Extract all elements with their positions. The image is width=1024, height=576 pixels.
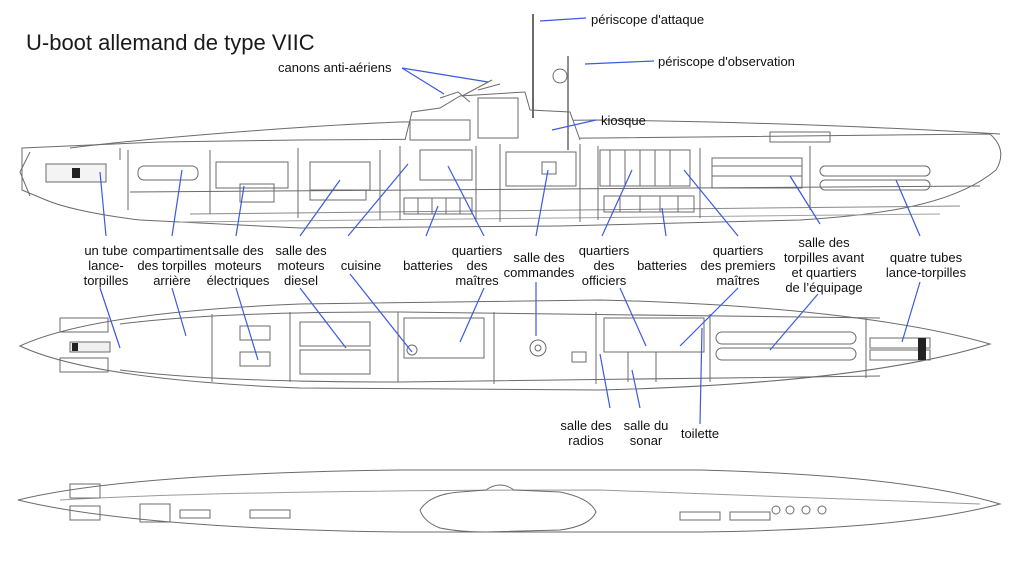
label-salle-sonar: salle du sonar <box>623 418 669 448</box>
side-deck <box>69 119 1001 149</box>
label-batteries-arriere: batteries <box>403 258 453 273</box>
side-keel <box>189 205 961 215</box>
label-moteurs-diesel: salle des moteurs diesel <box>275 243 327 288</box>
label-torpilles-avant: salle des torpilles avant et quartiers d… <box>783 235 865 295</box>
label-compartiment-torpilles: compartiment des torpilles arrière <box>132 243 212 288</box>
aa-guns <box>439 79 501 103</box>
label-periscope-observation: périscope d'observation <box>658 54 795 69</box>
label-moteurs-electriques: salle des moteurs électriques <box>206 243 270 288</box>
side-conning-tower <box>404 91 581 141</box>
label-tube-arriere: un tube lance- torpilles <box>83 243 129 288</box>
label-tubes-avant: quatre tubes lance-torpilles <box>885 250 967 280</box>
deck-tower <box>419 484 597 533</box>
label-quartiers-maitres: quartiers des maîtres <box>451 243 503 288</box>
side-view <box>19 14 1002 229</box>
deck-view <box>17 469 1002 533</box>
label-quartiers-officiers: quartiers des officiers <box>578 243 630 288</box>
label-quartiers-premiers-maitres: quartiers des premiers maîtres <box>700 243 776 288</box>
label-salle-radios: salle des radios <box>560 418 612 448</box>
label-salle-commandes: salle des commandes <box>503 250 575 280</box>
label-cuisine: cuisine <box>340 258 382 273</box>
plan-view <box>18 299 992 391</box>
plan-hull <box>18 299 992 391</box>
label-kiosque: kiosque <box>601 113 646 128</box>
diagram-title: U-boot allemand de type VIIC <box>26 30 315 55</box>
label-periscope-attaque: périscope d'attaque <box>591 12 705 27</box>
deck-hull <box>17 469 1002 533</box>
label-batteries-avant: batteries <box>637 258 687 273</box>
leader-lines <box>99 17 921 425</box>
label-toilette: toilette <box>680 426 720 441</box>
label-canons: canons anti-aériens <box>278 60 392 75</box>
side-hull <box>21 133 1002 229</box>
